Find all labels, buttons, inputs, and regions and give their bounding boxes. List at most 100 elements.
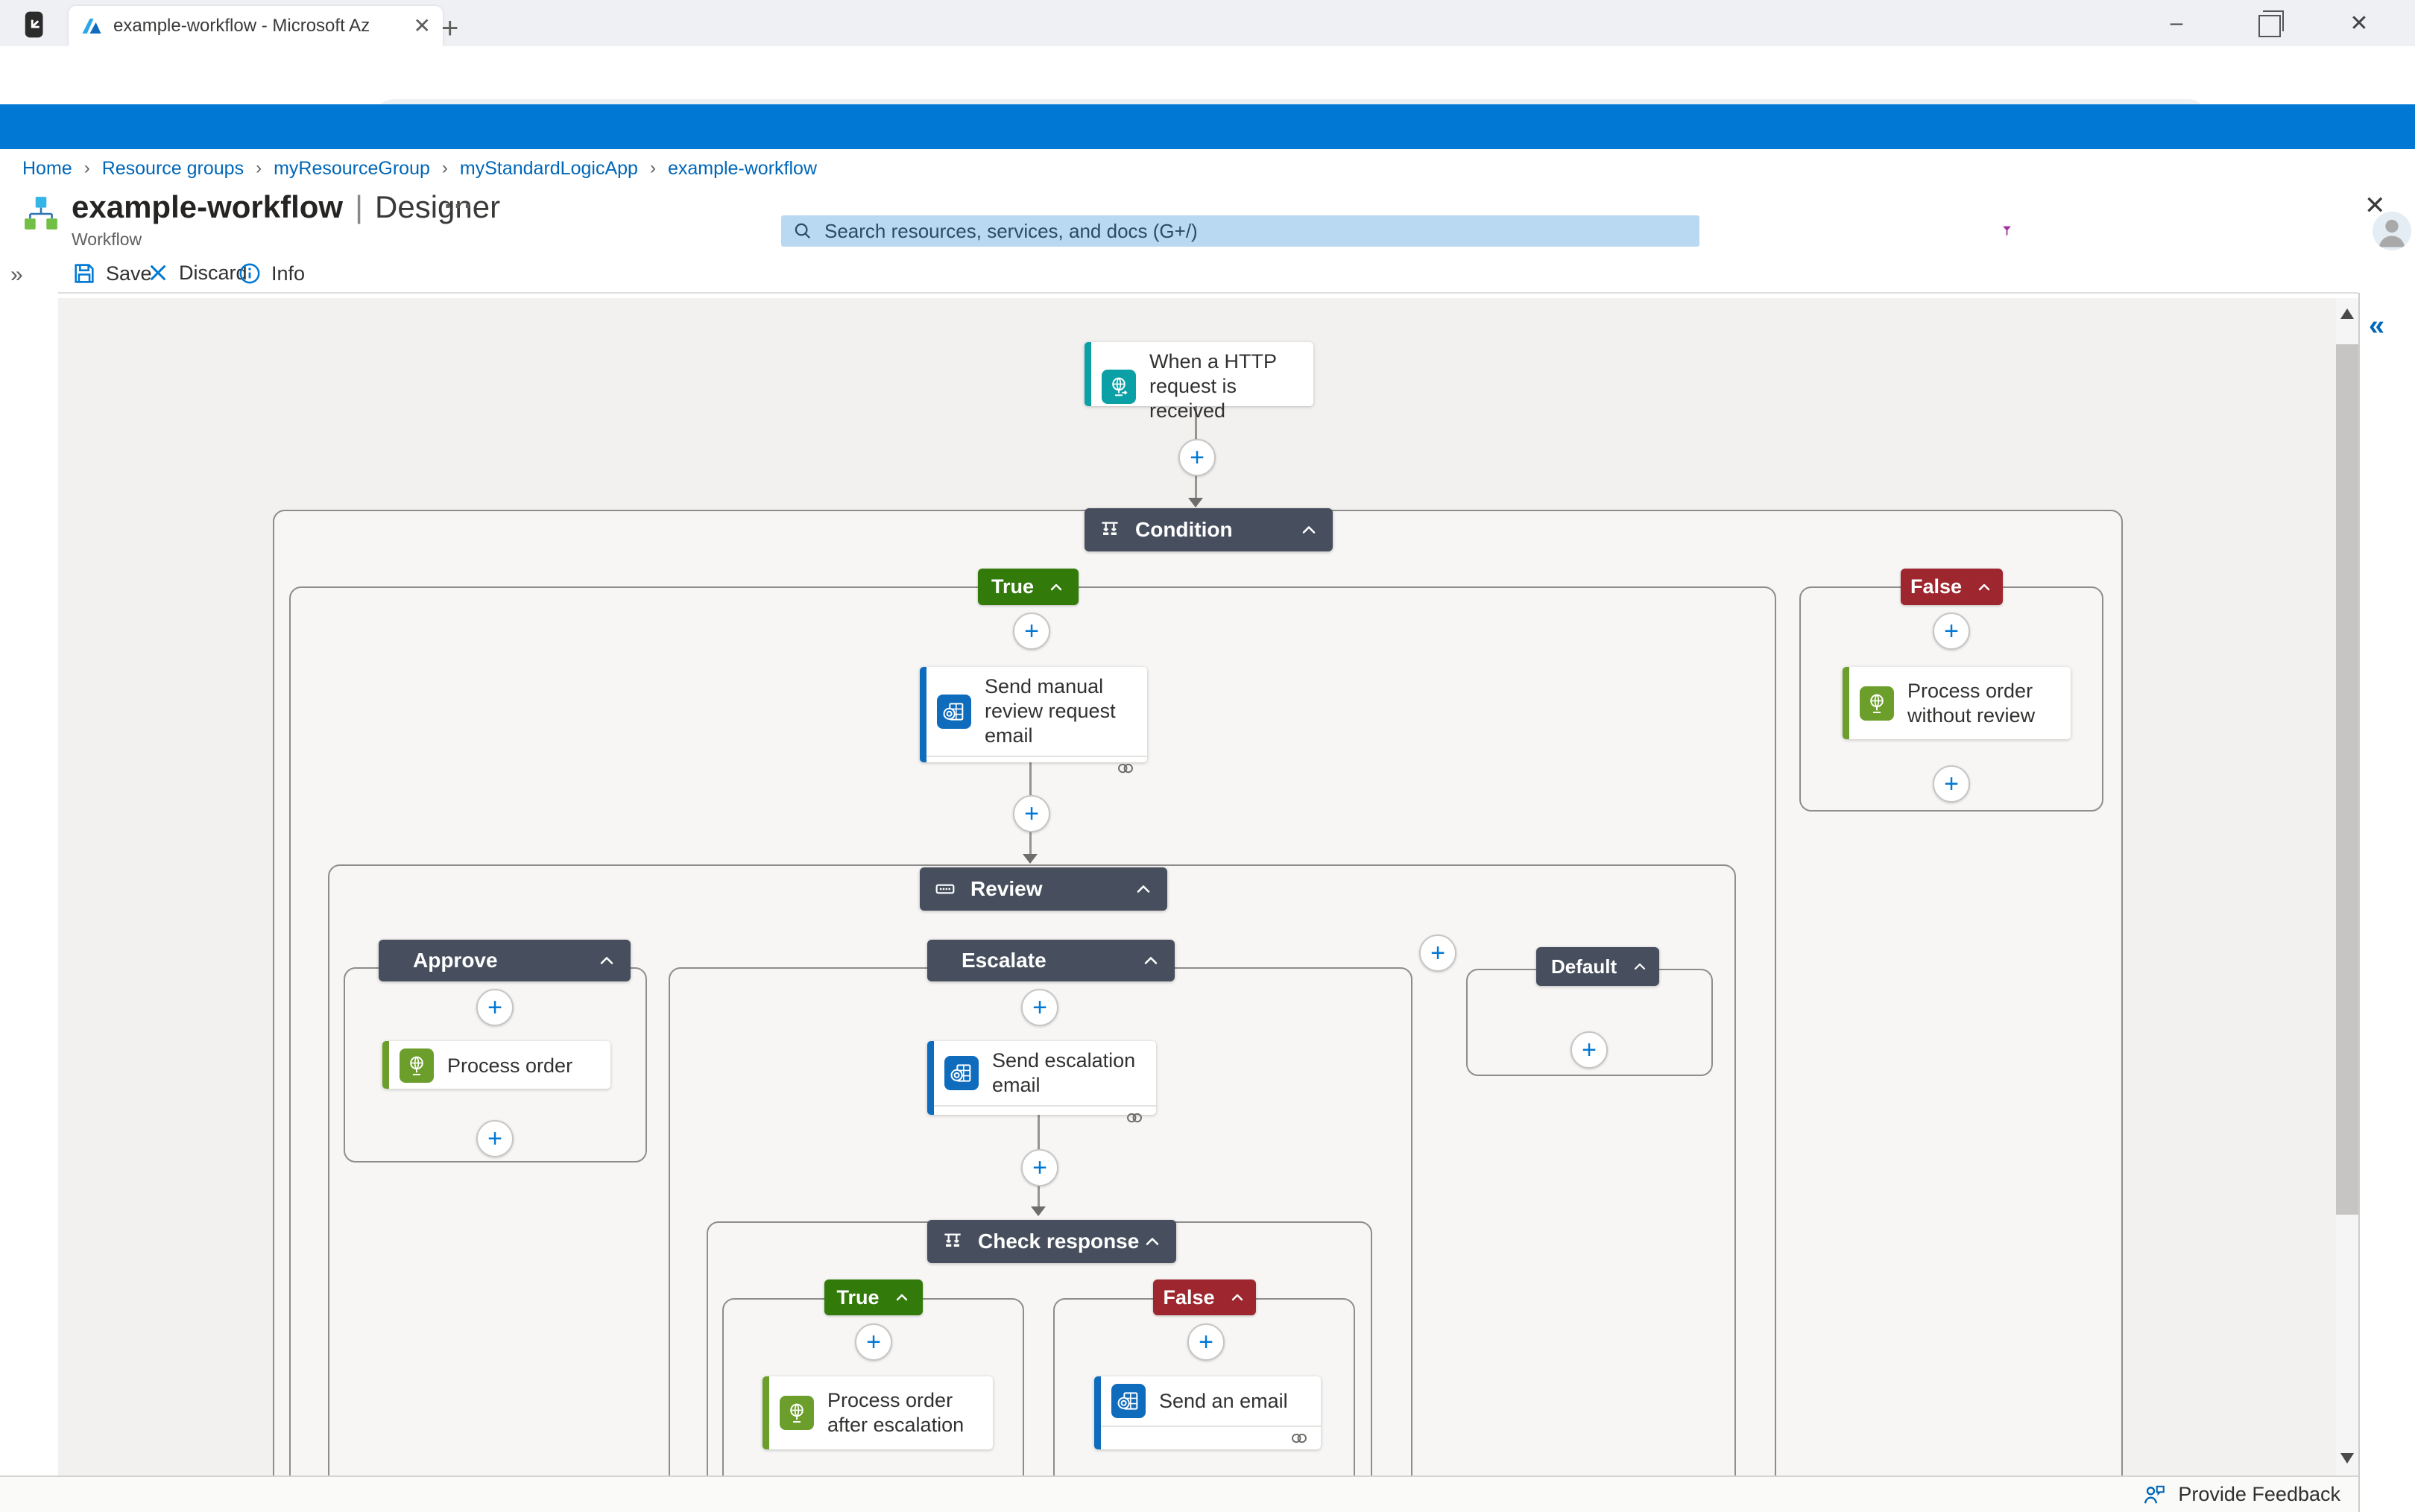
- info-button[interactable]: Info: [237, 261, 305, 286]
- avatar[interactable]: [2373, 212, 2411, 250]
- collapse-panel-icon[interactable]: «: [2369, 310, 2385, 341]
- browser-toolbar: ← → https://portal.azure.com/ ···: [0, 46, 2415, 142]
- browser-tab-strip: example-workflow - Microsoft Az ✕ + – ✕: [0, 0, 2415, 46]
- add-action-button[interactable]: +: [1933, 765, 1970, 803]
- add-action-button[interactable]: +: [855, 1323, 892, 1361]
- chevron-up-icon[interactable]: [1133, 879, 1154, 899]
- case-node-approve[interactable]: Approve: [379, 940, 631, 981]
- connector-arrow: [1031, 1206, 1046, 1216]
- tab-close-icon[interactable]: ✕: [413, 14, 431, 37]
- outlook-icon: [1111, 1384, 1146, 1418]
- brand-title[interactable]: Microsoft Azure: [75, 219, 243, 244]
- condition-node[interactable]: Condition: [1085, 508, 1333, 551]
- chevron-up-icon[interactable]: [1631, 958, 1649, 975]
- action-label: Process order: [447, 1054, 573, 1077]
- scroll-up-icon[interactable]: [2340, 309, 2354, 319]
- search-input[interactable]: [823, 218, 1646, 244]
- settings-gear-icon[interactable]: [2076, 215, 2109, 247]
- add-action-button[interactable]: +: [1013, 795, 1050, 832]
- breadcrumb-logic-app[interactable]: myStandardLogicApp: [459, 157, 638, 179]
- provide-feedback-button[interactable]: Provide Feedback: [2178, 1483, 2340, 1505]
- view-name: Designer: [375, 189, 501, 224]
- trigger-label: When a HTTP request is received: [1149, 350, 1277, 422]
- add-action-button[interactable]: +: [476, 1120, 514, 1157]
- false-branch-badge[interactable]: False: [1153, 1279, 1256, 1315]
- title-more-icon[interactable]: ···: [444, 192, 474, 221]
- chevron-up-icon: [896, 1294, 907, 1301]
- outlook-icon: [937, 694, 971, 729]
- true-branch-badge[interactable]: True: [978, 569, 1079, 605]
- action-label: Send manual review request email: [985, 675, 1116, 747]
- add-action-button[interactable]: +: [1570, 1031, 1608, 1069]
- commandbar-overflow-icon[interactable]: »: [10, 262, 23, 287]
- add-case-button[interactable]: +: [1419, 934, 1456, 972]
- add-action-button[interactable]: +: [1021, 989, 1058, 1026]
- condition-icon: [944, 1233, 961, 1247]
- tab-title: example-workflow - Microsoft Az: [113, 16, 370, 36]
- case-node-escalate[interactable]: Escalate: [927, 940, 1175, 981]
- discard-x-icon: [150, 265, 166, 281]
- chevron-up-icon[interactable]: [1140, 950, 1161, 971]
- chevron-right-icon: ›: [256, 158, 262, 178]
- add-action-button[interactable]: +: [476, 989, 514, 1026]
- chevron-up-icon[interactable]: [1298, 519, 1319, 540]
- cloud-shell-icon[interactable]: [1942, 215, 1974, 247]
- add-action-button[interactable]: +: [1933, 613, 1970, 650]
- scrollbar-thumb[interactable]: [2336, 344, 2358, 1215]
- add-action-button[interactable]: +: [1178, 439, 1216, 476]
- window-minimize-button[interactable]: –: [2170, 10, 2183, 35]
- add-action-button[interactable]: +: [1013, 613, 1050, 650]
- breadcrumb-workflow[interactable]: example-workflow: [667, 157, 817, 179]
- breadcrumb-resource-group[interactable]: myResourceGroup: [274, 157, 430, 179]
- save-button[interactable]: Save: [72, 261, 152, 286]
- discard-button[interactable]: Discard: [146, 261, 247, 285]
- global-search[interactable]: [781, 215, 1699, 247]
- connection-icon[interactable]: [1114, 757, 1137, 779]
- new-tab-button[interactable]: +: [441, 12, 459, 45]
- window-close-button[interactable]: ✕: [2349, 11, 2369, 36]
- connection-icon[interactable]: [1288, 1427, 1310, 1449]
- breadcrumb-resource-groups[interactable]: Resource groups: [101, 157, 244, 179]
- true-branch-badge[interactable]: True: [824, 1279, 923, 1315]
- action-label: Process order without review: [1907, 679, 2036, 727]
- http-action-icon: [400, 1048, 434, 1083]
- directory-filter-icon[interactable]: [1986, 215, 2019, 247]
- workflow-canvas[interactable]: When a HTTP request is received + Condit…: [58, 298, 2336, 1475]
- false-branch-badge[interactable]: False: [1901, 569, 2003, 605]
- http-action-icon: [780, 1396, 814, 1430]
- designer-footer: Provide Feedback: [0, 1475, 2358, 1512]
- blade-close-icon[interactable]: ✕: [2364, 192, 2386, 220]
- vertical-scrollbar[interactable]: [2336, 298, 2358, 1475]
- action-card-process-order[interactable]: Process order: [382, 1041, 610, 1089]
- chevron-right-icon: ›: [83, 158, 90, 178]
- add-action-button[interactable]: +: [1187, 1323, 1225, 1361]
- action-card-escalation-email[interactable]: Send escalation email: [927, 1041, 1156, 1123]
- connection-icon[interactable]: [1123, 1107, 1146, 1129]
- action-card-process-after-escalation[interactable]: Process order after escalation: [763, 1376, 993, 1449]
- feedback-icon[interactable]: [2162, 215, 2194, 247]
- chevron-up-icon[interactable]: [596, 950, 617, 971]
- condition-icon: [1102, 522, 1118, 535]
- account-org: CONTOSO, LTD.: [2255, 235, 2366, 251]
- case-node-default[interactable]: Default: [1536, 947, 1659, 986]
- scroll-down-icon[interactable]: [2340, 1453, 2354, 1464]
- action-card-manual-review-email[interactable]: Send manual review request email: [920, 667, 1147, 774]
- chevron-up-icon[interactable]: [1142, 1231, 1163, 1252]
- condition-node-check-response[interactable]: Check response: [927, 1220, 1176, 1263]
- window-restore-button[interactable]: [2258, 10, 2284, 37]
- browser-tab[interactable]: example-workflow - Microsoft Az ✕: [69, 6, 443, 46]
- help-icon[interactable]: ?: [2126, 218, 2140, 246]
- chevron-right-icon: ›: [649, 158, 656, 178]
- account-info[interactable]: nicole@contoso.com CONTOSO, LTD.: [2199, 212, 2379, 252]
- provide-feedback-icon: [2144, 1485, 2165, 1504]
- trigger-card-http-request[interactable]: When a HTTP request is received: [1085, 342, 1313, 422]
- connector-arrow: [1023, 854, 1038, 864]
- add-action-button[interactable]: +: [1021, 1149, 1058, 1186]
- notifications-icon[interactable]: [2031, 215, 2064, 247]
- breadcrumb-home[interactable]: Home: [22, 157, 72, 179]
- tab-actions-icon[interactable]: [21, 10, 51, 39]
- workflow-icon: [25, 197, 57, 230]
- switch-node-review[interactable]: Review: [920, 867, 1167, 911]
- action-card-process-without-review[interactable]: Process order without review: [1843, 667, 2071, 739]
- action-card-send-an-email[interactable]: Send an email: [1094, 1376, 1321, 1449]
